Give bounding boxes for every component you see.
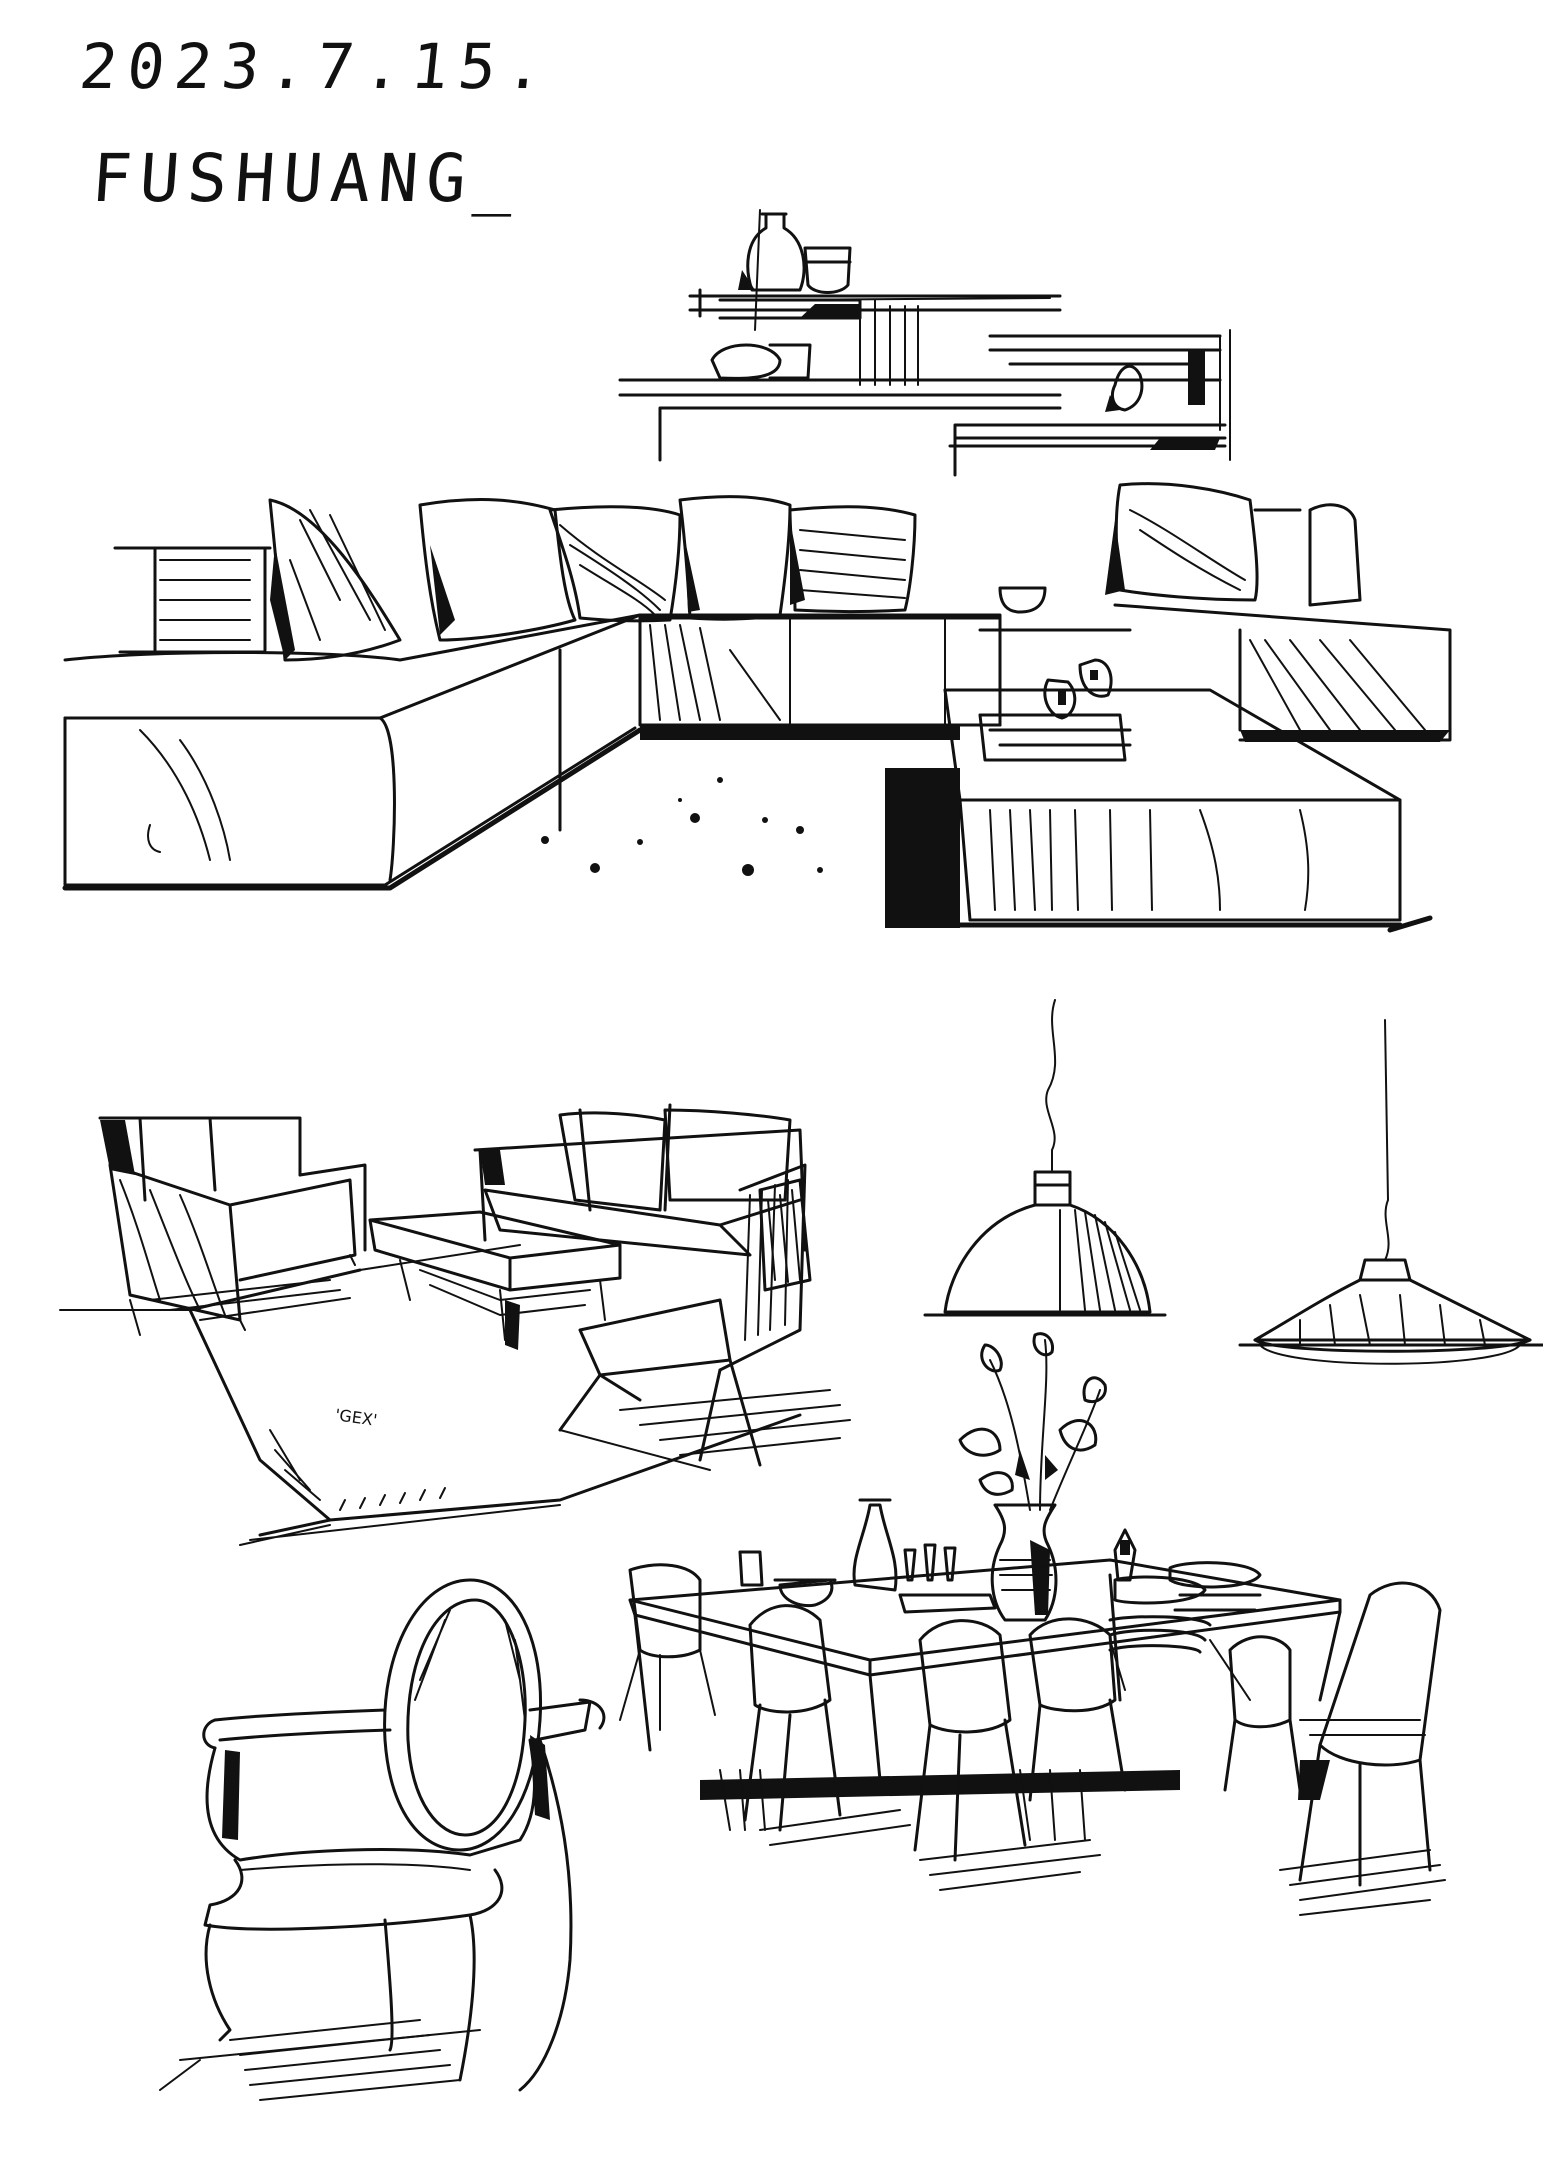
lounge-rug <box>59 1244 802 1546</box>
floor-speckles <box>541 777 823 876</box>
dining-table <box>628 1558 1342 1841</box>
table-flowers <box>958 1332 1107 1511</box>
dining-chairs <box>619 1563 1446 1916</box>
pendant-lamp-dome <box>923 999 1167 1317</box>
wall-shelves <box>618 209 1231 477</box>
table-setting <box>738 1498 1262 1654</box>
coffee-table <box>885 586 1452 933</box>
sofa-cushions <box>268 482 1362 662</box>
medallion-armchair <box>159 1578 606 2101</box>
sectional-sofa <box>62 546 1002 891</box>
lounge-side-table <box>368 1210 622 1350</box>
pendant-lamp-flat <box>1238 1019 1543 1365</box>
shelf-vases <box>710 212 1144 412</box>
lounge-armchair <box>98 1116 367 1336</box>
lounge-slat-chair <box>558 1163 851 1471</box>
table-vase <box>990 1503 1058 1622</box>
